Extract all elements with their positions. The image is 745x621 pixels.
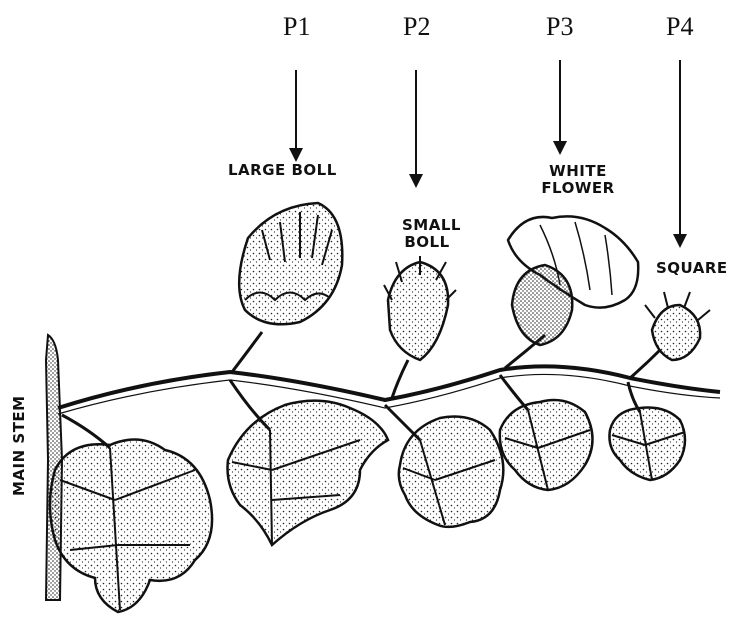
fruiting-branch — [58, 366, 720, 408]
large-boll-drawing — [239, 203, 342, 324]
position-label-p4: P4 — [666, 14, 693, 40]
position-label-p1: P1 — [283, 14, 310, 40]
main-stem-label: MAIN STEM — [10, 395, 28, 496]
leaf-2 — [228, 401, 389, 545]
arrowhead-p4 — [673, 234, 687, 248]
square-drawing — [645, 292, 710, 360]
white-flower-drawing — [508, 216, 638, 345]
small-boll-label-line1: SMALL — [402, 217, 452, 234]
arrowhead-p2 — [409, 174, 423, 188]
position-label-p3: P3 — [546, 14, 573, 40]
white-flower-label-line2: FLOWER — [538, 180, 618, 197]
small-boll-label: SMALL BOLL — [402, 217, 452, 252]
square-label: SQUARE — [656, 260, 728, 277]
small-boll-label-line2: BOLL — [402, 234, 452, 251]
white-flower-label-line1: WHITE — [538, 163, 618, 180]
leaf-3 — [399, 417, 504, 527]
leaf-5 — [609, 408, 685, 481]
large-boll-label: LARGE BOLL — [228, 162, 337, 179]
arrowhead-p1 — [289, 148, 303, 162]
white-flower-label: WHITE FLOWER — [538, 163, 618, 198]
small-boll-drawing — [384, 256, 456, 360]
leaf-4 — [500, 400, 593, 490]
leaf-large — [50, 440, 212, 612]
arrowhead-p3 — [553, 141, 567, 155]
position-label-p2: P2 — [403, 14, 430, 40]
